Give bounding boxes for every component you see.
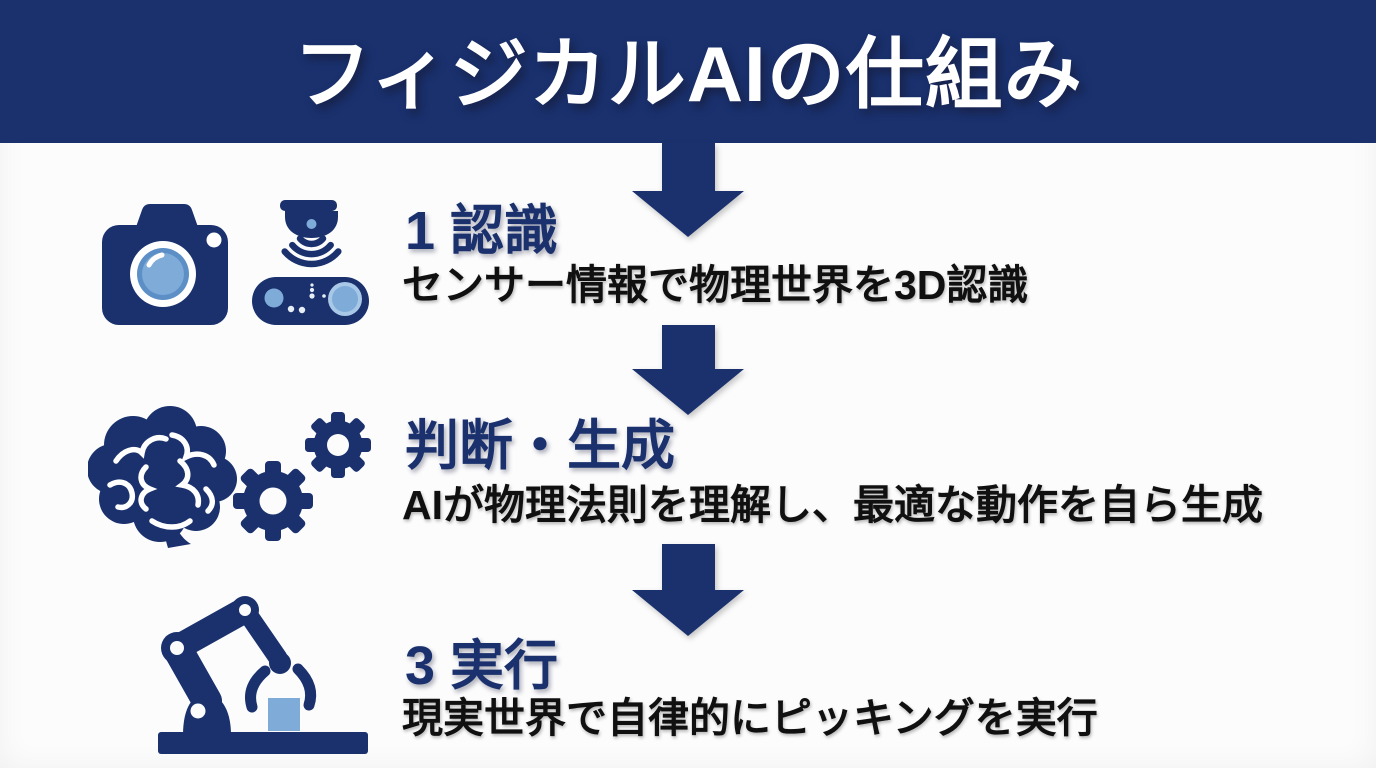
arrow-stem xyxy=(661,544,715,590)
page-title: フィジカルAIの仕組み xyxy=(293,29,1083,118)
step2-description: AIが物理法則を理解し、最適な動作を自ら生成 xyxy=(402,482,1263,528)
step1-description: センサー情報で物理世界を3D認識 xyxy=(402,262,1029,308)
gear-small-icon xyxy=(305,412,371,478)
header-band: フィジカルAIの仕組み xyxy=(0,0,1376,143)
arrow-head xyxy=(632,191,744,237)
down-arrow-icon xyxy=(632,325,744,415)
down-arrow-icon xyxy=(632,544,744,636)
step2-title: 判断・生成 xyxy=(405,416,675,476)
step3-description: 現実世界で自律的にピッキングを実行 xyxy=(402,695,1098,741)
picked-box xyxy=(268,698,300,731)
robot-arm-icon xyxy=(158,596,368,754)
brain-folds xyxy=(107,432,217,530)
step1-title: 1 認識 xyxy=(405,201,559,261)
arrow-head xyxy=(632,590,744,636)
camera-icon xyxy=(102,204,228,325)
brain-and-gears-icon xyxy=(88,406,371,548)
gear-large-icon xyxy=(233,461,313,541)
arrow-head xyxy=(632,369,744,415)
depth-sensor-icon xyxy=(252,200,369,325)
arrow-stem xyxy=(661,143,715,191)
arrow-stem xyxy=(661,325,715,369)
down-arrow-icon xyxy=(632,143,744,237)
step3-title: 3 実行 xyxy=(405,636,559,696)
